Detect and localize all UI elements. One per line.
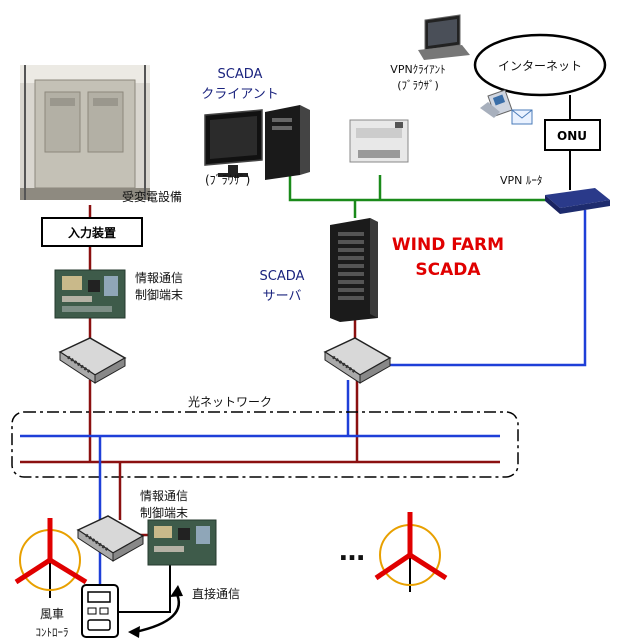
optical-network-label: 光ネットワーク	[188, 395, 272, 409]
direct-comm-arrow-icon	[128, 585, 183, 638]
scada-server-label-2: サーバ	[263, 289, 302, 304]
internet-label: インターネット	[498, 59, 582, 73]
ellipsis-label: …	[339, 537, 365, 567]
substation-label: 受変電設備	[122, 189, 182, 204]
monitor-icon	[204, 109, 263, 177]
controller-label: ｺﾝﾄﾛｰﾗ	[36, 626, 69, 639]
info-terminal-bottom-label-1: 情報通信	[140, 489, 188, 503]
input-device-box	[41, 217, 143, 247]
terminal-to-controller	[118, 565, 171, 613]
wind-farm-label-1: WIND FARM	[392, 235, 504, 255]
substation-image	[20, 65, 150, 200]
optical-network-box	[11, 411, 519, 478]
internet-cloud	[473, 33, 607, 97]
input-device-label: 入力装置	[68, 225, 116, 240]
direct-comm-label: 直接通信	[192, 586, 240, 601]
router-hub-line	[378, 210, 587, 367]
info-terminal-bottom-label-2: 制御端末	[140, 505, 188, 520]
vpn-client-label-2: (ﾌﾞﾗｳｻﾞ)	[397, 79, 439, 92]
info-terminal-board-bottom	[147, 519, 217, 566]
vpn-router-label: VPN ﾙｰﾀ	[500, 174, 542, 187]
network-hub-icon-left	[58, 337, 127, 384]
server-tower-icon	[330, 218, 378, 322]
info-terminal-top-label-1: 情報通信	[135, 271, 183, 285]
info-terminal-top-label-2: 制御端末	[135, 287, 183, 302]
wind-farm-label-2: SCADA	[415, 260, 481, 280]
vpn-client-label-1: VPNｸﾗｲｱﾝﾄ	[390, 63, 445, 76]
onu-box	[544, 119, 601, 151]
laptop-icon	[418, 14, 470, 60]
envelope-icon	[511, 109, 533, 125]
onu-label: ONU	[557, 129, 587, 143]
turbine-controller-icon	[81, 584, 119, 638]
pc-tower-icon	[265, 105, 310, 180]
scada-client-label-1: SCADA	[218, 67, 263, 82]
printer-icon	[349, 119, 409, 163]
scada-server-label-1: SCADA	[260, 269, 305, 284]
mobile-phone-icon	[480, 89, 513, 118]
wind-turbine-icon-left	[14, 518, 88, 598]
network-hub-icon-bottom	[76, 515, 145, 562]
network-hub-icon-server	[323, 337, 392, 384]
wind-turbine-icon-right	[374, 512, 448, 592]
wind-turbine-label: 風車	[40, 607, 64, 621]
info-terminal-board-top	[54, 269, 126, 319]
browser-label: (ﾌﾞﾗｳｻﾞ)	[205, 173, 250, 187]
scada-client-label-2: クライアント	[201, 87, 278, 102]
vpn-router-icon	[545, 188, 610, 214]
